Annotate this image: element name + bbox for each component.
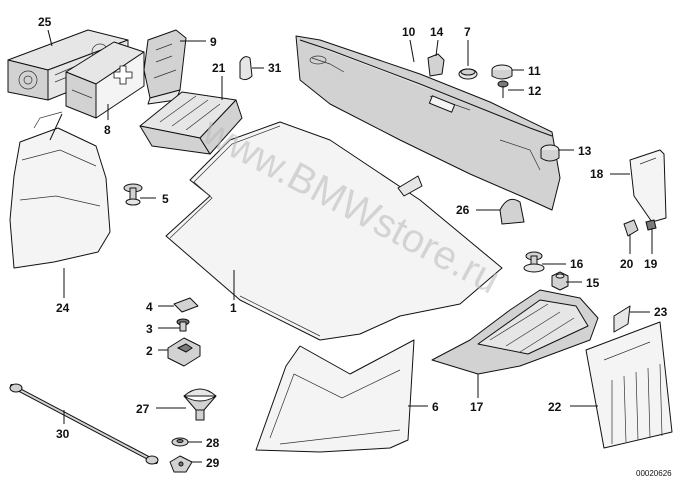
callout-19: 19 — [644, 257, 658, 271]
part-29-clip — [169, 455, 193, 473]
part-8-first-aid-kit — [65, 41, 145, 119]
callout-24: 24 — [56, 301, 70, 315]
callout-21: 21 — [212, 61, 226, 75]
callout-22: 22 — [548, 400, 562, 414]
part-24-side-trim-left — [9, 111, 111, 269]
drawing-code: 00020626 — [636, 469, 672, 478]
callout-6: 6 — [432, 400, 439, 414]
part-30-support-rod — [9, 383, 159, 465]
callout-4: 4 — [146, 300, 153, 314]
callout-18: 18 — [590, 167, 604, 181]
part-10-rear-panel-trim — [295, 35, 561, 211]
callout-20: 20 — [620, 257, 634, 271]
part-20-clip — [623, 219, 639, 237]
part-7-cap — [458, 68, 478, 80]
callout-25: 25 — [38, 15, 52, 29]
part-11-grommet — [491, 64, 513, 80]
part-2-bracket — [167, 337, 201, 367]
callout-8: 8 — [104, 123, 111, 137]
part-28-grommet — [171, 437, 189, 447]
part-15-nut — [551, 271, 569, 291]
callout-26: 26 — [456, 203, 470, 217]
part-13-grommet — [540, 144, 560, 162]
part-19-clip — [645, 219, 657, 231]
callout-14: 14 — [430, 25, 444, 39]
callout-3: 3 — [146, 322, 153, 336]
part-23-clip — [613, 305, 631, 333]
part-14-clip — [427, 53, 445, 77]
part-27-fastener — [183, 388, 217, 421]
callout-11: 11 — [528, 64, 541, 78]
callout-7: 7 — [464, 25, 471, 39]
part-16-screw — [523, 251, 545, 273]
part-22-panel-right — [585, 321, 673, 449]
part-5-screw — [123, 183, 143, 206]
part-6-side-trim-lower — [255, 339, 415, 453]
callout-28: 28 — [206, 436, 220, 450]
part-1-floor-panel — [165, 121, 503, 341]
callout-13: 13 — [578, 144, 592, 158]
part-3-screw — [176, 318, 190, 332]
part-9-bracket — [143, 29, 187, 105]
part-21-storage-tray — [139, 91, 243, 155]
callout-15: 15 — [586, 276, 600, 290]
callout-23: 23 — [654, 305, 668, 319]
callout-1: 1 — [230, 301, 237, 315]
part-18-trim-right — [629, 149, 667, 223]
leader-lines — [47, 29, 653, 463]
callout-2: 2 — [146, 344, 153, 358]
callout-5: 5 — [162, 192, 169, 206]
part-12-screw — [497, 80, 509, 98]
callout-labels: 25 8 9 21 31 10 14 7 11 12 13 18 26 20 1… — [38, 15, 668, 470]
callout-12: 12 — [528, 84, 542, 98]
part-31-clip — [239, 56, 253, 81]
callout-17: 17 — [470, 400, 484, 414]
callout-27: 27 — [136, 402, 150, 416]
callout-10: 10 — [402, 25, 416, 39]
callout-30: 30 — [56, 427, 70, 441]
part-26-cover — [499, 198, 525, 225]
part-4-plate — [173, 297, 199, 313]
callout-9: 9 — [210, 35, 217, 49]
callout-16: 16 — [570, 257, 584, 271]
callout-29: 29 — [206, 456, 220, 470]
callout-31: 31 — [268, 61, 282, 75]
part-17-lower-tray — [431, 289, 599, 375]
